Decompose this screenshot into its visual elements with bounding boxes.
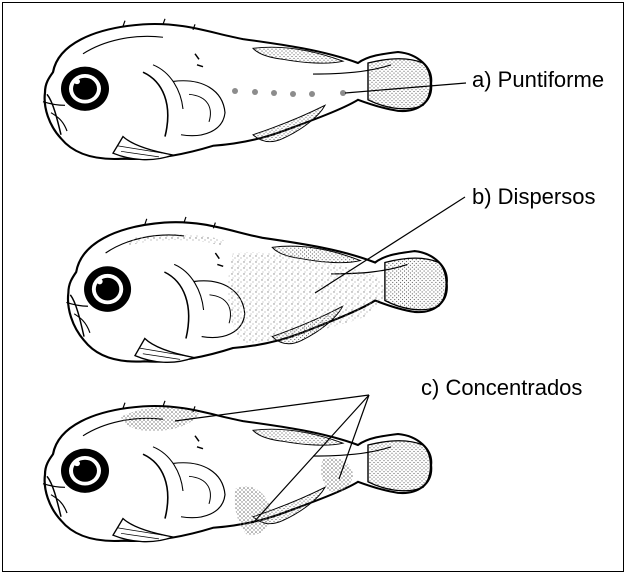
label-dispersos: b) Dispersos	[472, 186, 595, 208]
larva-concentrados	[43, 401, 431, 542]
label-concentrados: c) Concentrados	[421, 377, 582, 399]
label-puntiforme: a) Puntiforme	[472, 69, 604, 91]
